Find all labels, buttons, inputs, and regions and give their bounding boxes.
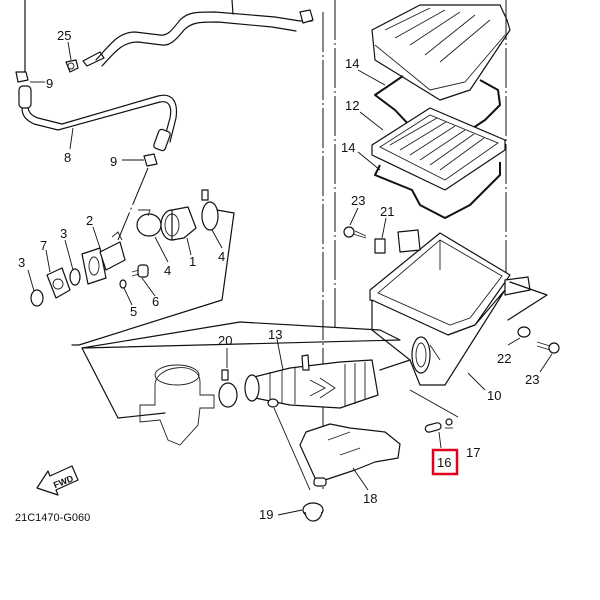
callout-14-upper[interactable]: 14 [345,56,359,71]
air-filter-element-12 [371,107,506,191]
bolt-23-upper [343,226,367,239]
upper-breather-hose [82,0,313,67]
callout-8[interactable]: 8 [64,150,71,165]
callout-22[interactable]: 22 [497,351,511,366]
bolt-23-lower [536,341,560,354]
callout-17[interactable]: 17 [466,445,480,460]
air-intake-duct-13 [244,354,379,409]
callout-4-right[interactable]: 4 [218,249,225,264]
insulator-7 [46,267,71,299]
hose-clamp-4-left [136,209,162,237]
nut-21 [374,238,386,254]
carburetor-outline [139,364,215,446]
callout-19[interactable]: 19 [259,507,273,522]
o-ring-3-left [30,289,44,307]
callout-1[interactable]: 1 [189,254,196,269]
callout-13[interactable]: 13 [268,327,282,342]
callout-23-lower[interactable]: 23 [525,372,539,387]
hose-clamp-20 [218,369,238,408]
callout-2[interactable]: 2 [86,213,93,228]
callout-14-lower[interactable]: 14 [341,140,355,155]
callout-20[interactable]: 20 [218,333,232,348]
drain-plug-16 [424,422,442,433]
clip-upper [299,9,314,24]
leader-lines [27,41,553,516]
callout-3-right[interactable]: 3 [60,226,67,241]
callout-5[interactable]: 5 [130,304,137,319]
callout-9-lower[interactable]: 9 [110,154,117,169]
duct-cover-18 [299,423,401,487]
breather-hose-8 [15,71,178,152]
carburetor-joint-2 [81,231,126,285]
callout-10[interactable]: 10 [487,388,501,403]
forward-direction-arrow: FWD [36,465,79,496]
drawing-code: 21C1470-G060 [15,512,90,524]
bolt-6 [131,264,149,278]
callout-4-left[interactable]: 4 [164,263,171,278]
washer-5 [119,279,127,289]
callout-25[interactable]: 25 [57,28,71,43]
callout-18[interactable]: 18 [363,491,377,506]
callout-16[interactable]: 16 [437,455,451,470]
callout-7[interactable]: 7 [40,238,47,253]
clip-9-lower [143,153,158,167]
callout-highlight-box [431,448,459,476]
callout-12[interactable]: 12 [345,98,359,113]
clip-17 [445,418,453,429]
hose-clamp-4-right [201,189,219,231]
gasket-14-lower [374,162,501,219]
hose-clamp-25 [65,59,79,73]
callout-23-upper[interactable]: 23 [351,193,365,208]
air-box-cover [371,4,511,101]
joint-1 [160,206,197,241]
collar-22 [517,326,531,338]
callout-9-upper[interactable]: 9 [46,76,53,91]
callout-21[interactable]: 21 [380,204,394,219]
cap-19 [302,502,324,522]
callout-6[interactable]: 6 [152,294,159,309]
o-ring-3-right [69,268,81,286]
callout-3-left[interactable]: 3 [18,255,25,270]
